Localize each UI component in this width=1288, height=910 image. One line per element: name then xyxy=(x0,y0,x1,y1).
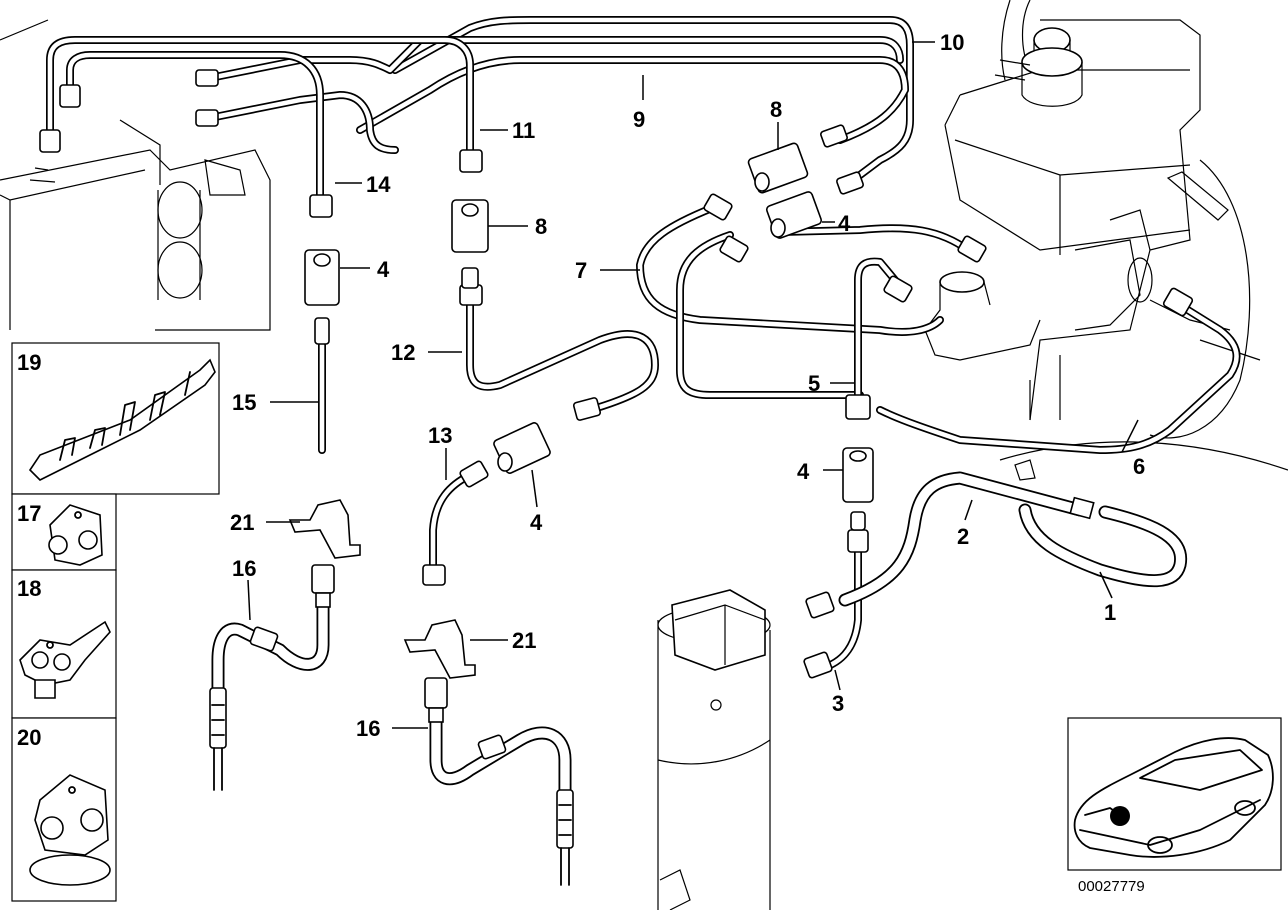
abs-hydraulic-unit xyxy=(0,19,271,331)
brake-hose-16-left xyxy=(209,564,335,791)
callout-2: 2 xyxy=(957,524,969,549)
brake-master-cylinder xyxy=(924,0,1288,481)
callout-16b: 16 xyxy=(356,716,380,741)
callout-21a: 21 xyxy=(230,510,254,535)
callout-3: 3 xyxy=(832,691,844,716)
callout-4b: 4 xyxy=(377,257,390,282)
callout-13: 13 xyxy=(428,423,452,448)
callout-1: 1 xyxy=(1104,600,1116,625)
callout-8b: 8 xyxy=(770,97,782,122)
callout-18: 18 xyxy=(17,576,41,601)
location-marker-icon xyxy=(1110,806,1130,826)
brake-line-5 xyxy=(854,257,899,399)
callout-21b: 21 xyxy=(512,628,536,653)
callout-17: 17 xyxy=(17,501,41,526)
callout-16a: 16 xyxy=(232,556,256,581)
callout-12: 12 xyxy=(391,340,415,365)
callout-11: 11 xyxy=(512,118,535,143)
leader-lines xyxy=(247,41,1139,729)
union-nut-8-center xyxy=(451,199,489,289)
brake-hose-1 xyxy=(1018,496,1188,588)
callout-5: 5 xyxy=(808,371,820,396)
brake-line-14 xyxy=(66,51,324,199)
callout-labels: 10 9 11 14 8 8 4 4 7 12 15 5 13 6 4 4 2 … xyxy=(17,30,1145,895)
brake-line-6 xyxy=(876,298,1241,454)
detail-box-20 xyxy=(11,717,117,902)
pipe-fittings xyxy=(39,69,1194,679)
callout-4d: 4 xyxy=(530,510,543,535)
brake-line-12 xyxy=(466,301,659,414)
callout-9: 9 xyxy=(633,107,645,132)
bracket-21-left xyxy=(288,499,361,559)
callout-8a: 8 xyxy=(535,214,547,239)
callout-20: 20 xyxy=(17,725,41,750)
brake-line-11 xyxy=(46,36,474,154)
brake-line-upper-left xyxy=(206,36,904,154)
brake-line-7 xyxy=(636,204,972,399)
brake-line-13 xyxy=(429,471,474,569)
brake-booster-canister xyxy=(657,589,771,910)
brake-line-2 xyxy=(838,471,1087,607)
union-nut-4-right xyxy=(765,191,823,239)
callout-14: 14 xyxy=(366,172,391,197)
union-nut-4-left xyxy=(304,249,340,345)
callout-4c: 4 xyxy=(797,459,810,484)
callout-19: 19 xyxy=(17,350,41,375)
brake-line-10 xyxy=(391,16,914,179)
vehicle-locator-thumbnail xyxy=(1067,717,1282,871)
brake-hose-16-center xyxy=(424,677,574,886)
diagram-reference-number: 00027779 xyxy=(1078,878,1145,895)
bracket-21-center xyxy=(403,619,476,679)
union-nut-4-lower xyxy=(842,447,874,531)
union-nut-4-center xyxy=(493,422,551,474)
union-nut-8-right xyxy=(747,142,809,194)
callout-10: 10 xyxy=(940,30,964,55)
detail-box-19 xyxy=(11,342,220,495)
callout-7: 7 xyxy=(575,258,587,283)
detail-box-17 xyxy=(11,493,117,571)
callout-6: 6 xyxy=(1133,454,1145,479)
callout-4a: 4 xyxy=(838,211,851,236)
callout-15: 15 xyxy=(232,390,256,415)
